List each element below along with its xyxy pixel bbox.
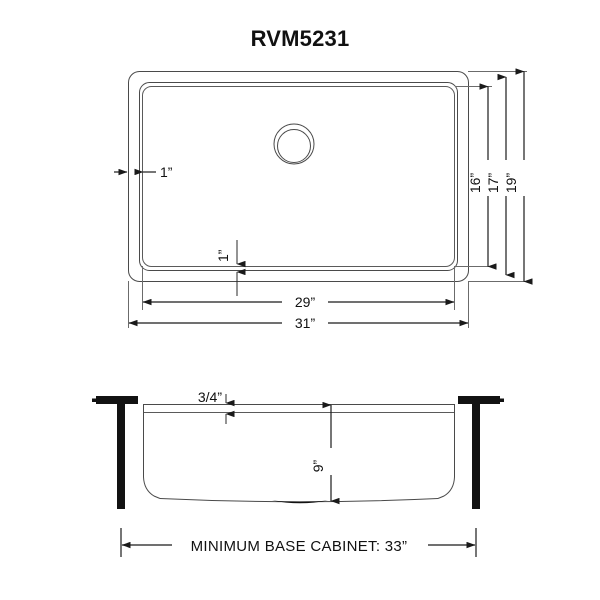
dimension-overall-depth: 19”	[503, 68, 533, 285]
dimension-bowl-depth: 9”	[310, 401, 340, 505]
dimension-basin-depth: 16”	[467, 83, 497, 270]
dimension-label-overall-width: 31”	[295, 315, 316, 331]
countertop-right	[458, 396, 504, 404]
dimension-label-inner-depth: 17”	[485, 173, 501, 194]
dimension-label-basin-depth: 16”	[467, 173, 483, 194]
dimension-basin-width: 29”	[142, 294, 455, 310]
dimension-rim-bottom-offset: 1”	[215, 240, 246, 296]
drain-opening	[273, 123, 315, 165]
cabinet-wall-right	[472, 404, 480, 509]
sink-section-body	[143, 404, 455, 503]
dimension-rim-left-offset: 1”	[114, 164, 173, 180]
section-drain-bump	[272, 500, 328, 504]
minimum-base-cabinet-dimension: MINIMUM BASE CABINET: 33”	[120, 528, 477, 557]
cabinet-wall-left	[117, 404, 125, 509]
dimension-label-overall-depth: 19”	[503, 173, 519, 194]
minimum-base-cabinet-label: MINIMUM BASE CABINET: 33”	[191, 538, 408, 555]
dimension-label-rim-bottom: 1”	[215, 249, 231, 262]
page-title: RVM5231	[250, 26, 350, 51]
dimension-label-basin-width: 29”	[295, 294, 316, 310]
dimension-label-rim-thickness: 3/4”	[198, 389, 222, 405]
countertop-left	[92, 396, 138, 404]
dimension-label-rim-left: 1”	[160, 164, 173, 180]
dimension-inner-depth: 17”	[485, 73, 515, 279]
dimension-label-bowl-depth: 9”	[310, 459, 326, 472]
dimension-rim-thickness: 3/4”	[198, 389, 235, 424]
dimension-overall-width: 31”	[128, 315, 469, 331]
sink-top-outline	[128, 71, 469, 282]
